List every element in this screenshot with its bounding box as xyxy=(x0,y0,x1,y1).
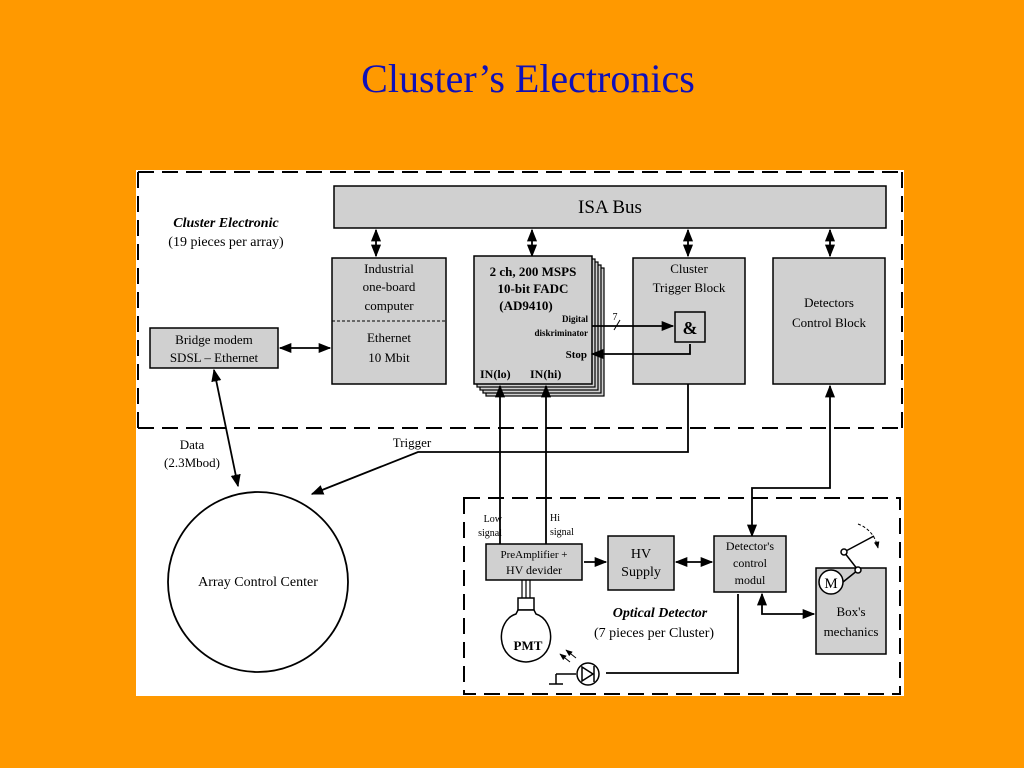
optical-detector-subtitle: (7 pieces per Cluster) xyxy=(594,626,714,641)
fadc-line1: 2 ch, 200 MSPS xyxy=(490,264,577,279)
hv-supply-line2: Supply xyxy=(621,565,661,580)
hi-signal-line1: Hi xyxy=(550,513,560,524)
industrial-computer: Industrial one-board computer Ethernet 1… xyxy=(331,257,447,385)
trigger-block-line1: Cluster xyxy=(670,261,708,276)
computer-line5: 10 Mbit xyxy=(368,350,410,365)
and-gate xyxy=(674,311,706,343)
motor-icon: M xyxy=(818,569,844,595)
optical-detector-region xyxy=(463,497,901,695)
trigger-label: Trigger xyxy=(393,435,432,450)
trigger-block-line2: Trigger Block xyxy=(653,280,726,295)
array-center-label: Array Control Center xyxy=(198,575,318,590)
array-control-center: Array Control Center xyxy=(167,491,349,673)
data-label-line1: Data xyxy=(180,437,205,452)
low-signal-line2: signal xyxy=(478,528,502,539)
hi-signal-line2: signal xyxy=(550,527,574,538)
electronics-diagram: ISA Bus Cluster Electronic (19 pieces pe… xyxy=(137,171,903,695)
cluster-electronic-title: Cluster Electronic xyxy=(173,216,279,231)
mechanics-linkage-icon xyxy=(840,523,880,583)
and-gate-label: & xyxy=(683,318,698,338)
box-line2: mechanics xyxy=(824,624,879,639)
detector-modul-line3: modul xyxy=(735,573,766,587)
optical-connectors xyxy=(584,556,816,674)
detectors-control-block: Detectors Control Block xyxy=(772,257,886,385)
bridge-modem: Bridge modem SDSL – Ethernet xyxy=(149,327,279,369)
pmt-label: PMT xyxy=(514,638,543,653)
detector-modul-line1: Detector's xyxy=(726,539,774,553)
motor-label: M xyxy=(824,576,837,592)
diagram-panel: ISA Bus Cluster Electronic (19 pieces pe… xyxy=(136,170,904,696)
isa-bus: ISA Bus xyxy=(333,185,887,229)
data-label-line2: (2.3Mbod) xyxy=(164,455,220,470)
preamplifier: PreAmplifier + HV devider xyxy=(485,543,583,581)
isa-bus-connectors xyxy=(370,228,836,258)
fadc-in-lo: IN(lo) xyxy=(480,367,511,381)
computer-line1: Industrial xyxy=(364,261,414,276)
preamp-line2: HV devider xyxy=(506,563,562,577)
preamp-line1: PreAmplifier + xyxy=(501,549,568,561)
fadc-line3: (AD9410) xyxy=(499,298,552,313)
bridge-line2: SDSL – Ethernet xyxy=(170,350,259,365)
bus-width-label: 7 xyxy=(613,312,618,323)
fadc-in-hi: IN(hi) xyxy=(530,367,561,381)
fadc-stop: Stop xyxy=(566,349,587,361)
pmt-icon: PMT xyxy=(500,580,552,663)
detector-modul-line2: control xyxy=(733,556,768,570)
led-diode-icon xyxy=(549,649,600,686)
bridge-line1: Bridge modem xyxy=(175,332,253,347)
detectors-control-line1: Detectors xyxy=(804,295,854,310)
hv-supply: HV Supply xyxy=(607,535,675,591)
optical-detector-title: Optical Detector xyxy=(613,606,708,621)
box-line1: Box's xyxy=(836,604,865,619)
slide-title: Cluster’s Electronics xyxy=(361,56,695,101)
cluster-connectors xyxy=(211,319,836,544)
fadc-board: 2 ch, 200 MSPS 10-bit FADC (AD9410) Digi… xyxy=(473,255,605,397)
detector-control-modul: Detector's control modul xyxy=(713,535,787,593)
fadc-digital2: diskriminator xyxy=(534,328,588,338)
low-signal-line1: Low xyxy=(484,514,503,525)
computer-line4: Ethernet xyxy=(367,330,411,345)
computer-line3: computer xyxy=(364,298,414,313)
detectors-control-line2: Control Block xyxy=(792,315,867,330)
cluster-electronic-subtitle: (19 pieces per array) xyxy=(168,235,284,250)
fadc-line2: 10-bit FADC xyxy=(498,281,569,296)
isa-bus-label: ISA Bus xyxy=(578,197,642,218)
hv-supply-line1: HV xyxy=(631,547,651,562)
fadc-digital1: Digital xyxy=(562,314,588,324)
cluster-trigger-block: Cluster Trigger Block & xyxy=(632,257,746,385)
computer-line2: one-board xyxy=(363,279,416,294)
